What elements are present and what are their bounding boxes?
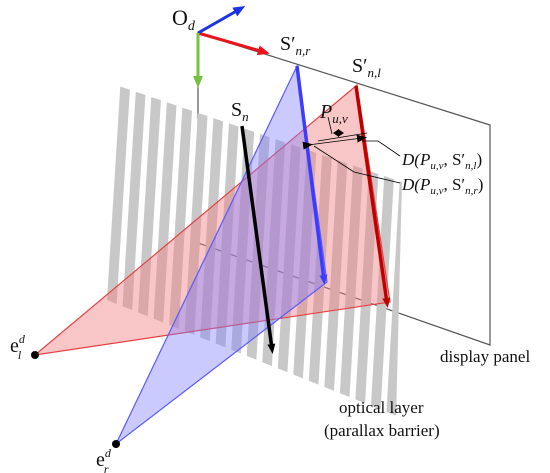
right-eye-point [112, 440, 120, 448]
left-eye-point [31, 351, 39, 359]
distance-right-label: D(Pu,v, S′n,r) [401, 175, 483, 197]
barrier-stripe [339, 165, 363, 398]
left-eye-view-triangle [32, 83, 391, 356]
parallax-barrier-label: (parallax barrier) [324, 421, 440, 440]
barrier-stripe [386, 181, 402, 416]
distance-left-label: D(Pu,v, S′n,l) [401, 150, 482, 172]
barrier-stripe [107, 86, 130, 304]
barrier-stripe [293, 149, 317, 379]
barrier-stripe [370, 175, 394, 410]
barrier-stripe [169, 107, 193, 329]
s-n-label: Sn [231, 99, 249, 124]
axis-x-arrow [197, 31, 270, 56]
barrier-stripe [200, 118, 224, 342]
origin-label: Od [172, 5, 196, 34]
barrier-stripe [215, 123, 239, 348]
barrier-stripe [324, 160, 348, 391]
s-n-l-arrow [354, 85, 391, 308]
p-u-v-point-icon [333, 129, 344, 137]
barrier-stripe [355, 170, 379, 404]
barrier-stripe [138, 97, 161, 317]
barrier-stripe [153, 102, 177, 323]
axis-y-arrow [197, 6, 246, 35]
s-n-arrow [240, 125, 276, 354]
barrier-stripe [122, 91, 146, 311]
display-panel-label: display panel [440, 347, 530, 366]
barrier-stripe [308, 154, 332, 385]
s-n-r-arrow [295, 65, 328, 285]
s-n-l-label: S′n,l [352, 55, 381, 80]
p-u-v-label: Pu,v [319, 101, 348, 126]
s-n-r-label: S′n,r [280, 33, 311, 58]
barrier-stripe [184, 112, 208, 335]
distance-indicators [302, 116, 401, 184]
optical-layer-label: optical layer [339, 398, 424, 417]
